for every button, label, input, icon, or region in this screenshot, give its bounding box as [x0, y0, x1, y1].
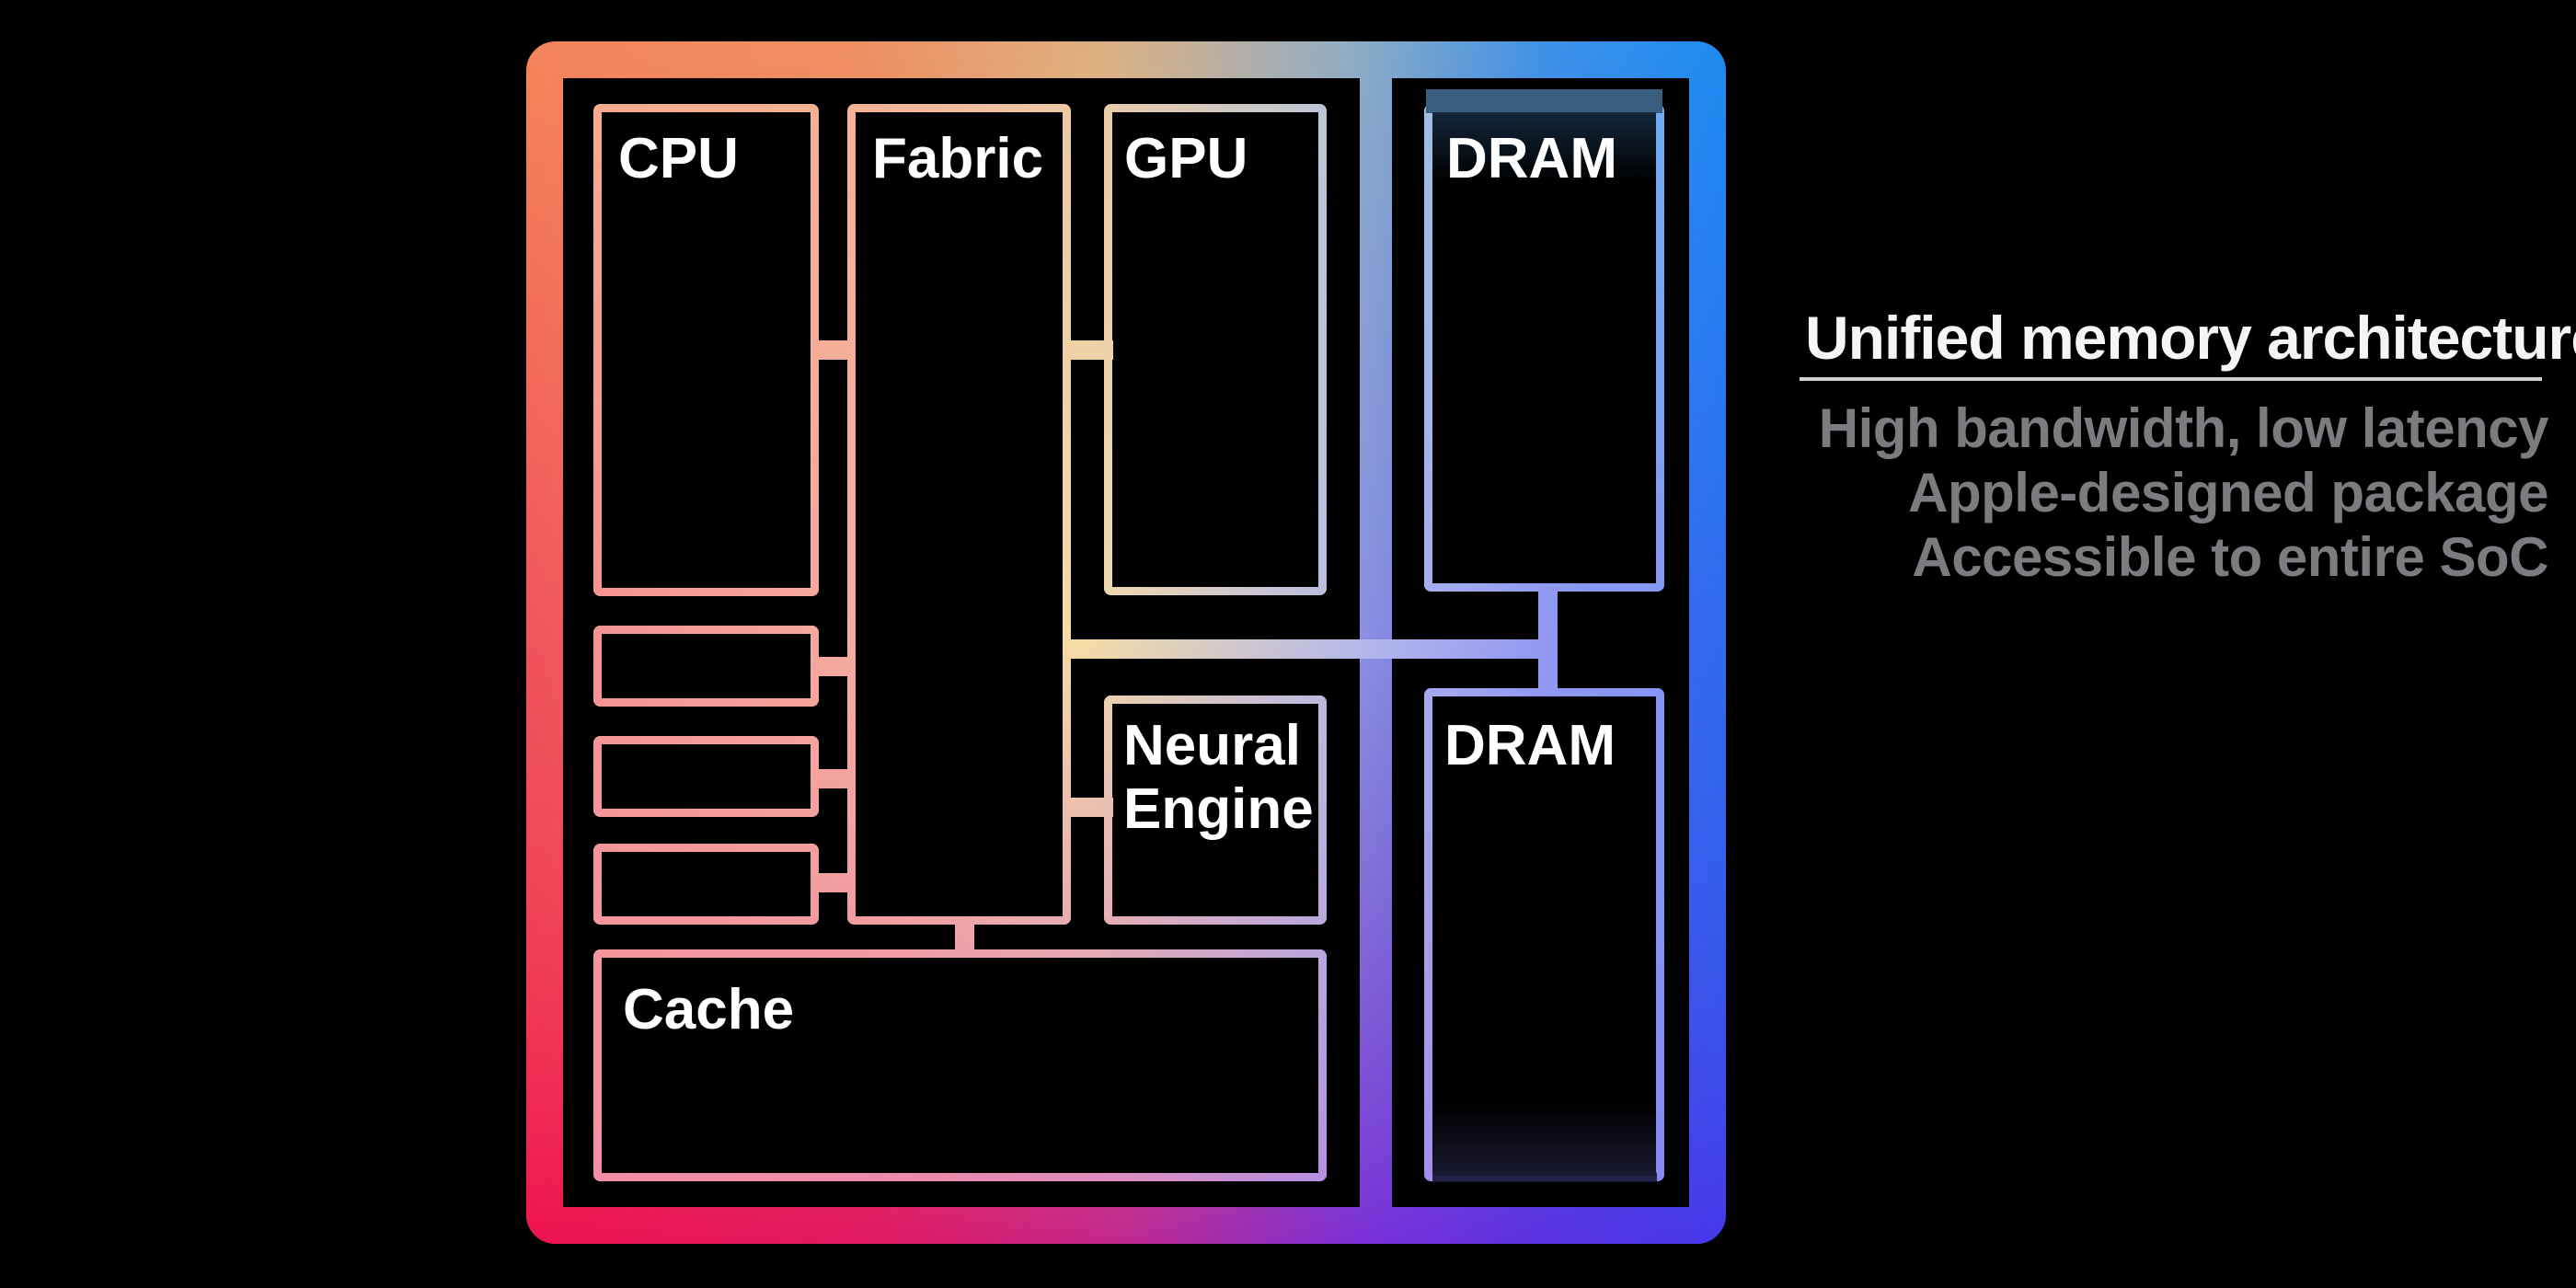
- cache-label: Cache: [623, 978, 795, 1041]
- cpu-label: CPU: [618, 127, 739, 190]
- dram-top-label: DRAM: [1446, 127, 1617, 190]
- dram-top-shaded-fill: [1432, 112, 1656, 182]
- dram-bottom-shaded-fill: [1432, 1102, 1656, 1176]
- gpu-label: GPU: [1124, 127, 1248, 190]
- fabric-label: Fabric: [872, 127, 1044, 190]
- neural-engine-label: Neural Engine: [1123, 714, 1314, 841]
- bullet-apple-designed: Apple-designed package: [1908, 462, 2548, 523]
- dram-bottom-label: DRAM: [1444, 714, 1616, 777]
- title-underline: [1800, 377, 2542, 381]
- slide-title: Unified memory architecture: [1805, 304, 2576, 372]
- bullet-accessible-soc: Accessible to entire SoC: [1912, 526, 2548, 588]
- slide-bullet-list: High bandwidth, low latency Apple-design…: [1720, 397, 2549, 590]
- bullet-high-bandwidth: High bandwidth, low latency: [1818, 397, 2549, 459]
